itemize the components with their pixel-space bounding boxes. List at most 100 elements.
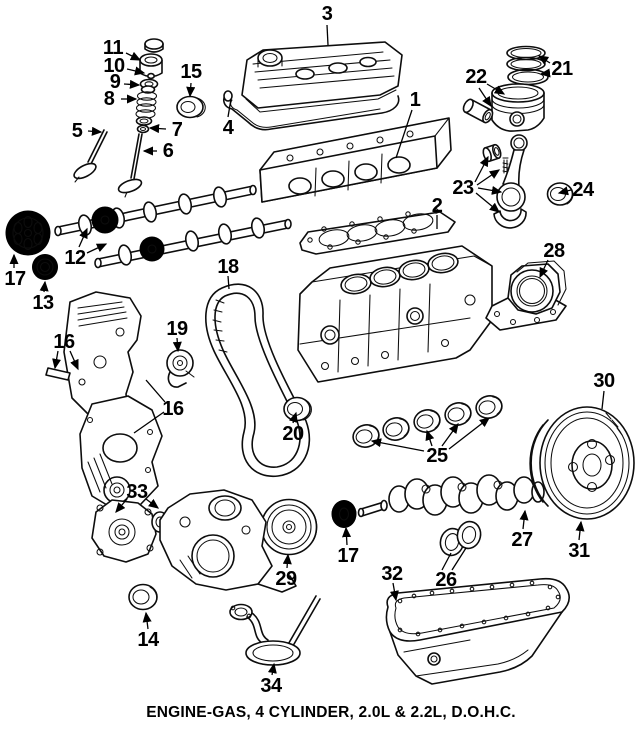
callout-16-b: 16	[162, 398, 184, 420]
leader-line-19	[172, 337, 182, 353]
leader-line-16-b	[133, 411, 165, 434]
timing-cover-lower	[79, 395, 163, 509]
rod-cap	[493, 208, 527, 229]
callout-10: 10	[103, 55, 125, 77]
piston	[491, 83, 545, 132]
leader-line-22	[478, 87, 492, 108]
callout-6: 6	[163, 140, 174, 162]
leader-line-1	[395, 109, 413, 159]
callout-23: 23	[452, 177, 474, 199]
leader-line-28	[539, 259, 549, 279]
head-gasket	[299, 208, 456, 255]
main-bearings	[352, 395, 503, 448]
callout-17-b: 17	[337, 545, 359, 567]
leader-line-11	[125, 51, 142, 61]
callout-15: 15	[180, 61, 202, 83]
leader-line-23	[476, 169, 501, 186]
leader-line-15	[186, 82, 196, 98]
callout-34: 34	[260, 675, 283, 697]
valve-spring	[135, 91, 158, 119]
callout-16-a: 16	[53, 331, 75, 353]
flywheel	[529, 406, 635, 520]
camshafts	[54, 184, 292, 269]
callout-8: 8	[104, 88, 115, 110]
leader-line-25	[370, 438, 425, 452]
callout-17-a: 17	[4, 268, 26, 290]
leader-line-16-a	[52, 350, 62, 370]
crank-pulley	[260, 498, 318, 556]
leader-line-12	[78, 227, 88, 248]
leader-line-30	[601, 390, 605, 410]
leader-line-21	[539, 68, 551, 78]
belt-tensioner	[166, 349, 195, 388]
callout-5: 5	[72, 120, 83, 142]
leader-line-23	[477, 185, 503, 195]
leader-line-26	[451, 547, 467, 571]
callout-30: 30	[593, 370, 615, 392]
callout-26: 26	[435, 569, 457, 591]
leader-line-25	[448, 417, 491, 450]
callout-33: 33	[126, 481, 148, 503]
rod-bolt	[502, 157, 509, 174]
callout-4: 4	[223, 117, 235, 139]
leader-line-4	[227, 98, 232, 118]
oil-pan	[385, 577, 570, 685]
leader-line-12	[86, 243, 108, 254]
callout-7: 7	[172, 119, 183, 141]
timing-cover-upper	[63, 291, 142, 419]
spring-seat	[135, 116, 153, 126]
callout-20: 20	[282, 423, 304, 445]
leader-line-16-a	[69, 350, 79, 371]
valve-keeper-cap	[144, 38, 164, 53]
callout-12: 12	[64, 247, 86, 269]
piston-rings	[506, 45, 549, 86]
camshaft-seal	[176, 95, 206, 119]
callout-29: 29	[275, 568, 297, 590]
leader-line-9	[123, 79, 141, 89]
leader-line-23	[475, 192, 501, 213]
rod-bearing	[546, 182, 574, 206]
callout-3: 3	[322, 3, 333, 25]
callout-1: 1	[410, 89, 421, 111]
leader-line-25	[425, 429, 435, 447]
engine-block	[297, 245, 493, 383]
oil-pickup-tube	[229, 595, 321, 666]
rear-seal-retainer	[485, 260, 567, 331]
leader-line-17-b	[341, 526, 352, 546]
callout-19: 19	[166, 318, 188, 340]
timing-belt	[205, 283, 311, 477]
thrust-washers	[439, 520, 482, 557]
callout-21: 21	[551, 58, 573, 80]
crankshaft	[357, 474, 545, 518]
spring-retainer	[139, 78, 159, 94]
leader-line-32	[389, 582, 399, 602]
valve-keepers	[147, 72, 156, 80]
callout-2: 2	[432, 195, 443, 217]
callout-18: 18	[217, 256, 239, 278]
front-crank-seal	[283, 396, 312, 422]
leader-line-25	[441, 422, 459, 447]
leader-line-33	[145, 498, 160, 509]
leader-line-29	[282, 553, 292, 569]
callout-11: 11	[103, 37, 124, 59]
camshaft-sprocket	[5, 210, 51, 256]
connecting-rod	[496, 134, 528, 212]
leader-line-27	[519, 509, 529, 530]
callout-27: 27	[511, 529, 533, 551]
leader-line-34	[267, 662, 277, 676]
leader-line-14	[142, 611, 152, 630]
crank-timing-gear	[331, 500, 357, 528]
leader-line-18	[227, 275, 230, 290]
cylinder-head	[259, 117, 452, 203]
leader-line-22	[486, 83, 506, 95]
callout-13: 13	[32, 292, 54, 314]
leader-line-33	[115, 498, 128, 513]
intake-valve	[117, 133, 143, 198]
leader-line-13	[39, 280, 49, 293]
leader-line-5	[87, 126, 103, 136]
valve-stem-seal	[136, 124, 150, 134]
callout-25: 25	[426, 445, 448, 467]
